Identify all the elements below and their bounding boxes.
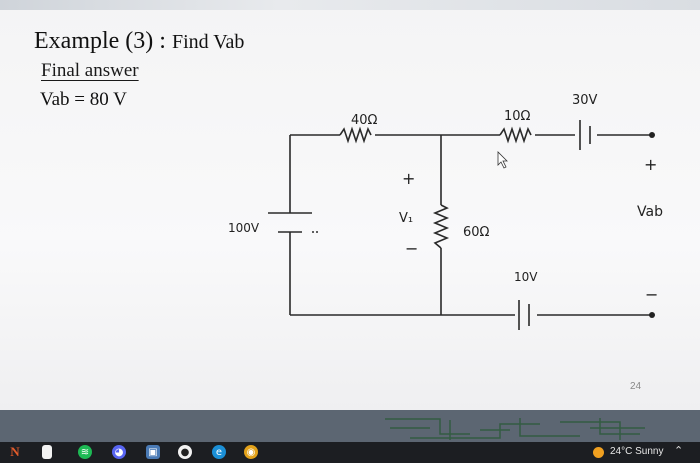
vab-plus-sign: + — [644, 155, 657, 174]
resistor-10-symbol — [499, 126, 532, 144]
battery-100v-symbol — [268, 212, 312, 233]
v1-minus-sign: − — [405, 239, 418, 258]
resistor-40-symbol — [339, 126, 372, 144]
battery-30v-symbol — [579, 120, 591, 150]
v1-plus-sign: + — [402, 169, 415, 188]
resistor-40-label: 40Ω — [351, 113, 378, 128]
resistor-10-label: 10Ω — [504, 109, 531, 124]
source-10v-label: 10V — [514, 270, 538, 284]
chrome-icon[interactable]: ◉ — [244, 445, 258, 459]
vab-label: Vab — [637, 204, 663, 220]
resistor-60-label: 60Ω — [463, 225, 490, 240]
chevron-up-icon[interactable]: ⌃ — [674, 444, 684, 457]
page-number: 24 — [630, 381, 642, 392]
battery-10v-symbol — [518, 300, 530, 330]
app-icon[interactable]: ▣ — [146, 445, 160, 459]
v1-label: V₁ — [399, 211, 413, 226]
source-100v-label: 100V — [228, 221, 260, 235]
start-icon[interactable]: N — [10, 444, 20, 459]
discord-icon[interactable]: ◕ — [112, 445, 126, 459]
edge-icon[interactable]: e — [212, 445, 226, 459]
vab-minus-sign: − — [645, 285, 658, 304]
monitor-bezel — [0, 410, 700, 442]
example-title-prefix: Example (3) : — [34, 28, 166, 54]
taskbar — [0, 442, 700, 463]
sun-icon — [593, 447, 604, 458]
final-answer-label: Final answer — [41, 60, 139, 81]
bezel-reflection — [385, 418, 645, 440]
example-title: Example (3) : Find Vab — [34, 28, 244, 55]
mouse-cursor-icon — [497, 151, 508, 169]
circuit-diagram: 40Ω 10Ω 60Ω 100V 30V 10V + V₁ − + Vab − — [228, 93, 663, 330]
weather-text[interactable]: 24°C Sunny — [610, 446, 664, 457]
source-30v-label: 30V — [572, 93, 598, 108]
resistor-60-symbol — [432, 204, 450, 249]
slide: Example (3) : Find Vab Final answer Vab … — [0, 0, 700, 410]
terminal-b — [649, 312, 655, 318]
spotify-icon[interactable]: ≋ — [78, 445, 92, 459]
file-icon[interactable] — [42, 445, 52, 459]
final-answer-value: Vab = 80 V — [40, 89, 127, 110]
example-title-question: Find Vab — [171, 31, 245, 53]
terminal-a — [649, 132, 655, 138]
slide-top-band — [0, 0, 700, 10]
github-icon[interactable]: ● — [178, 445, 192, 459]
